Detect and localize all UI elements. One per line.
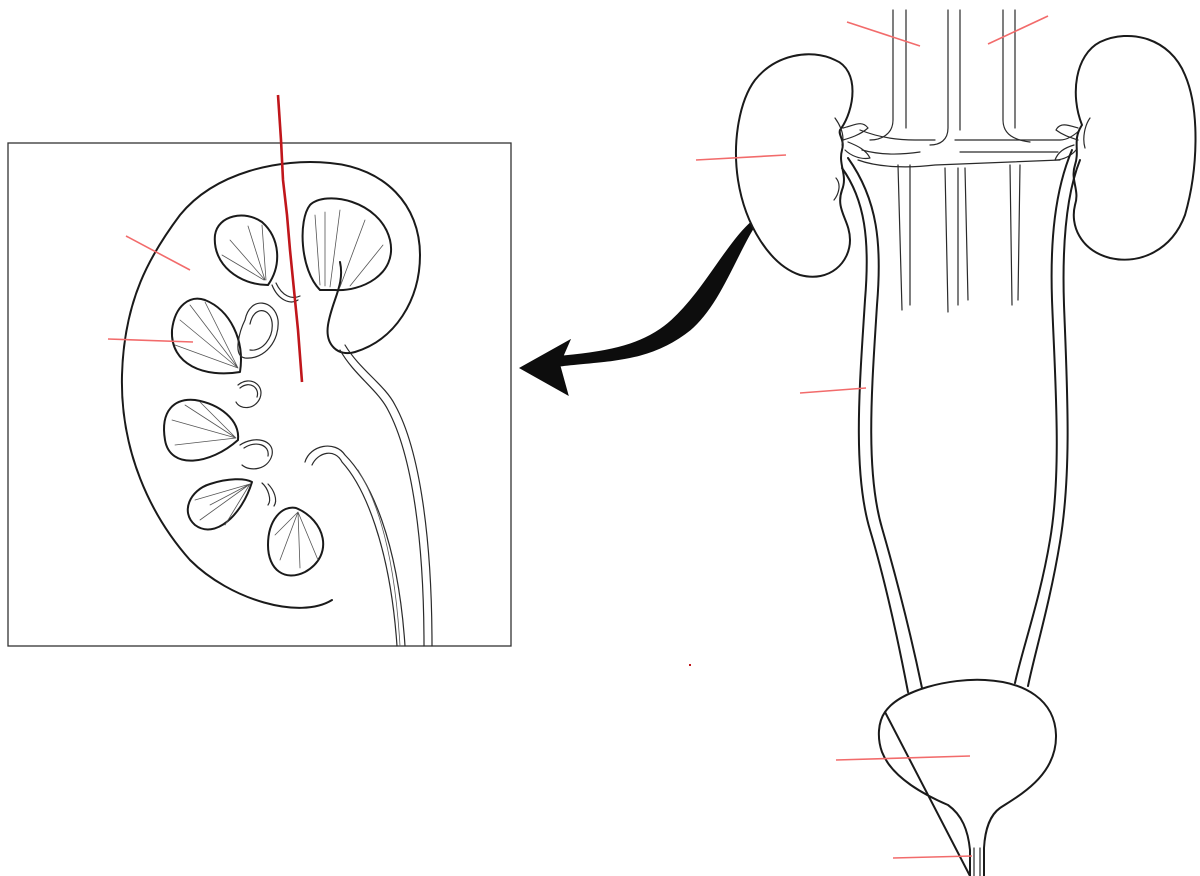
ureters [842,150,1080,692]
inset-frame [8,143,511,646]
right-kidney [1074,36,1196,260]
great-vessels [858,10,1082,312]
left-kidney [736,54,853,276]
kidney-cross-section-inset [8,95,511,646]
aorta-label-line [988,16,1048,44]
bladder [879,680,1056,876]
right-ureter-outer [1015,150,1072,683]
vena-cava-label-line [847,22,920,46]
left-ureter-outer [842,168,908,692]
stray-mark [689,664,691,666]
ureter-label-line [800,388,866,393]
urinary-system-full [689,10,1196,876]
zoom-arrow [520,212,765,395]
